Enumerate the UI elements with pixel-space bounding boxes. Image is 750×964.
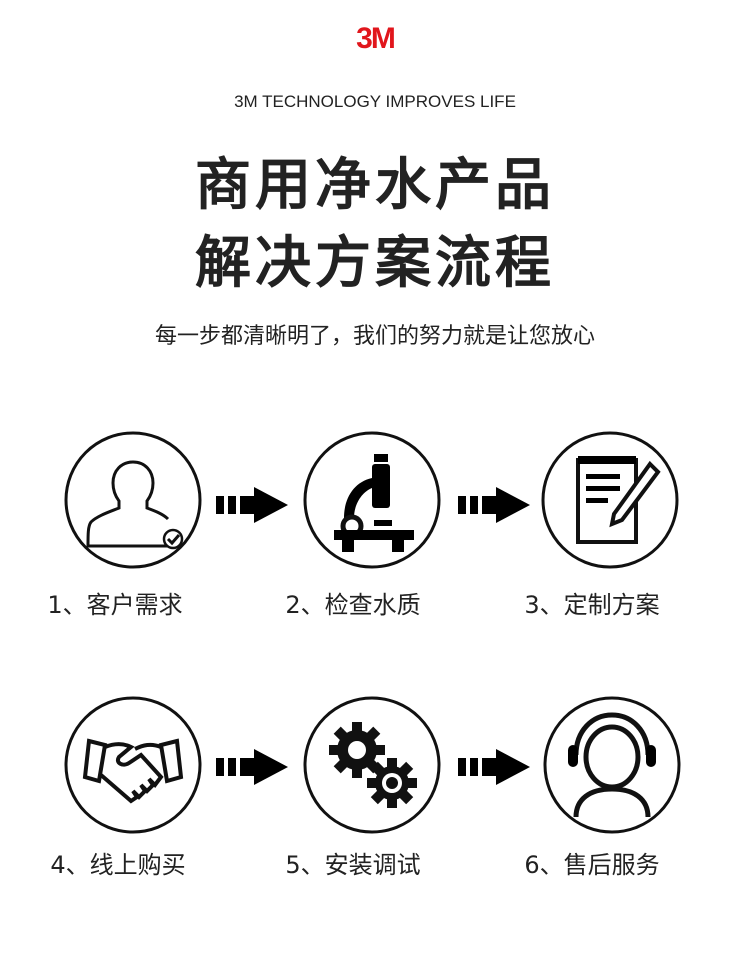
microscope-icon	[302, 430, 442, 570]
subtitle: 每一步都清晰明了，我们的努力就是让您放心	[154, 324, 595, 349]
step-label-4: 4、线上购买	[50, 851, 186, 879]
gears-icon	[302, 695, 442, 835]
step-label-2: 2、检查水质	[285, 591, 421, 619]
notepad-pencil-icon	[540, 430, 680, 570]
arrow-icon	[458, 749, 530, 785]
arrow-icon	[216, 487, 288, 523]
title-line-2: 解决方案流程	[195, 231, 555, 296]
handshake-icon	[63, 695, 203, 835]
step-label-3: 3、定制方案	[524, 591, 660, 619]
user-check-icon	[63, 430, 203, 570]
headset-agent-icon	[542, 695, 682, 835]
3m-logo: 3M	[356, 22, 396, 55]
arrow-icon	[216, 749, 288, 785]
title-line-1: 商用净水产品	[195, 153, 555, 218]
arrow-icon	[458, 487, 530, 523]
step-label-5: 5、安装调试	[285, 851, 421, 879]
tagline: 3M TECHNOLOGY IMPROVES LIFE	[234, 92, 516, 111]
step-label-6: 6、售后服务	[524, 851, 660, 879]
step-label-1: 1、客户需求	[47, 591, 183, 619]
